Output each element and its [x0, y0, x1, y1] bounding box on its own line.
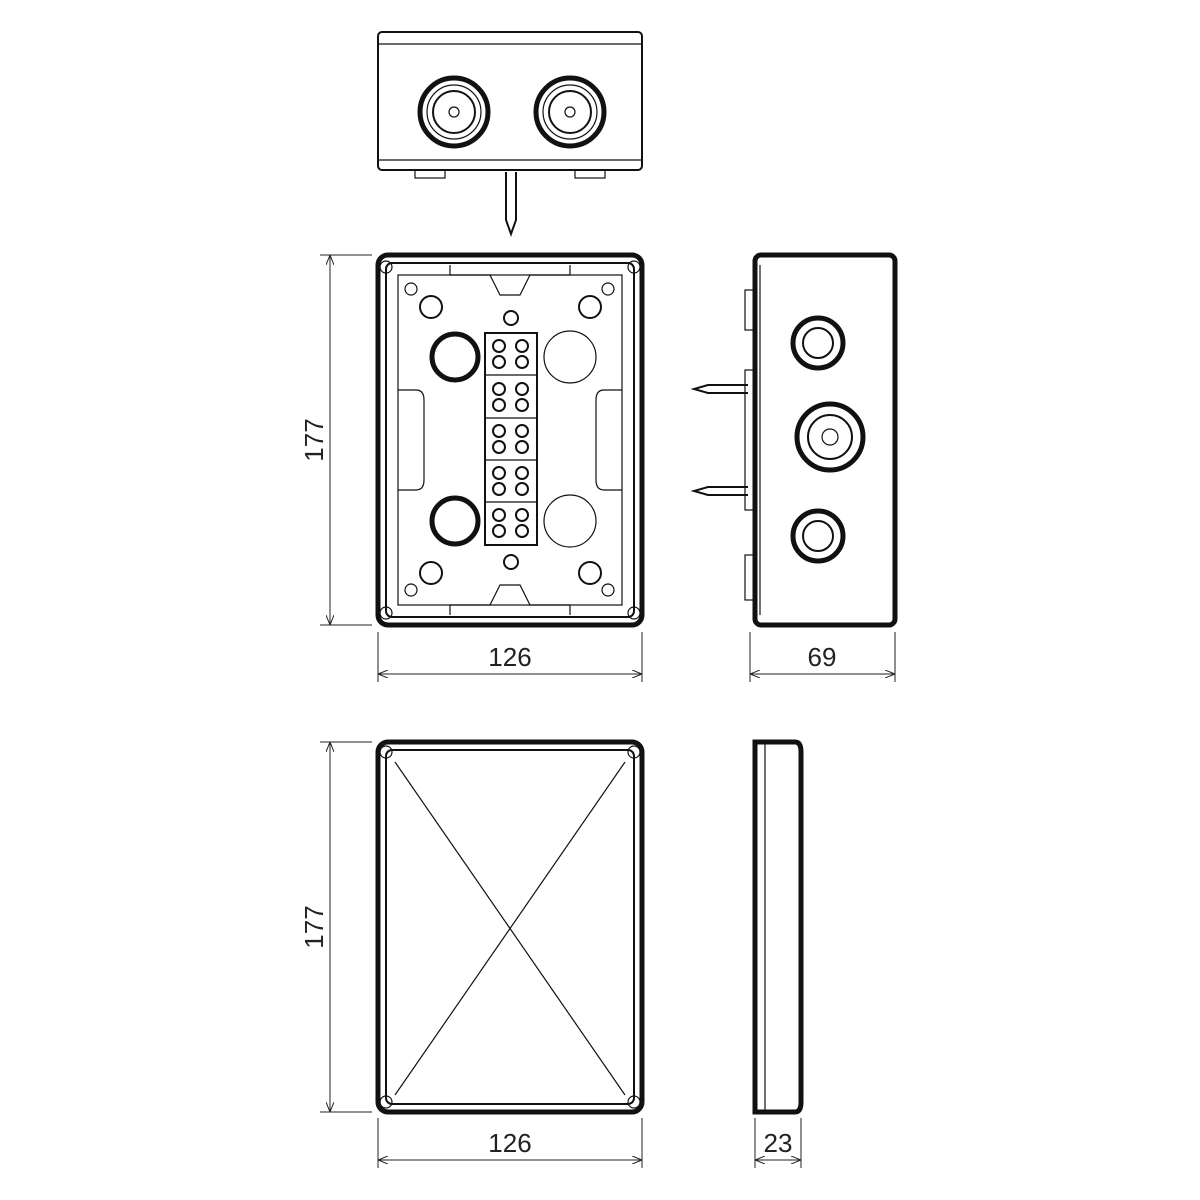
- top-view: [377, 31, 643, 237]
- dim-lid-depth: 23: [764, 1128, 793, 1158]
- cable-gland-left: [417, 75, 491, 149]
- lid-front-view: [375, 739, 645, 1115]
- dim-lid-height: 177: [299, 905, 329, 948]
- terminal-block: [484, 310, 538, 570]
- base-front-view: [375, 252, 645, 628]
- dim-base-height: 177: [299, 418, 329, 461]
- lid-side-view: [752, 739, 804, 1115]
- dim-base-width: 126: [488, 642, 531, 672]
- dimension-lines: [320, 254, 896, 1168]
- cable-gland-right: [533, 75, 607, 149]
- base-side-view: [690, 252, 898, 628]
- mounting-pin: [505, 172, 517, 237]
- dim-lid-width: 126: [488, 1128, 531, 1158]
- dim-base-depth: 69: [808, 642, 837, 672]
